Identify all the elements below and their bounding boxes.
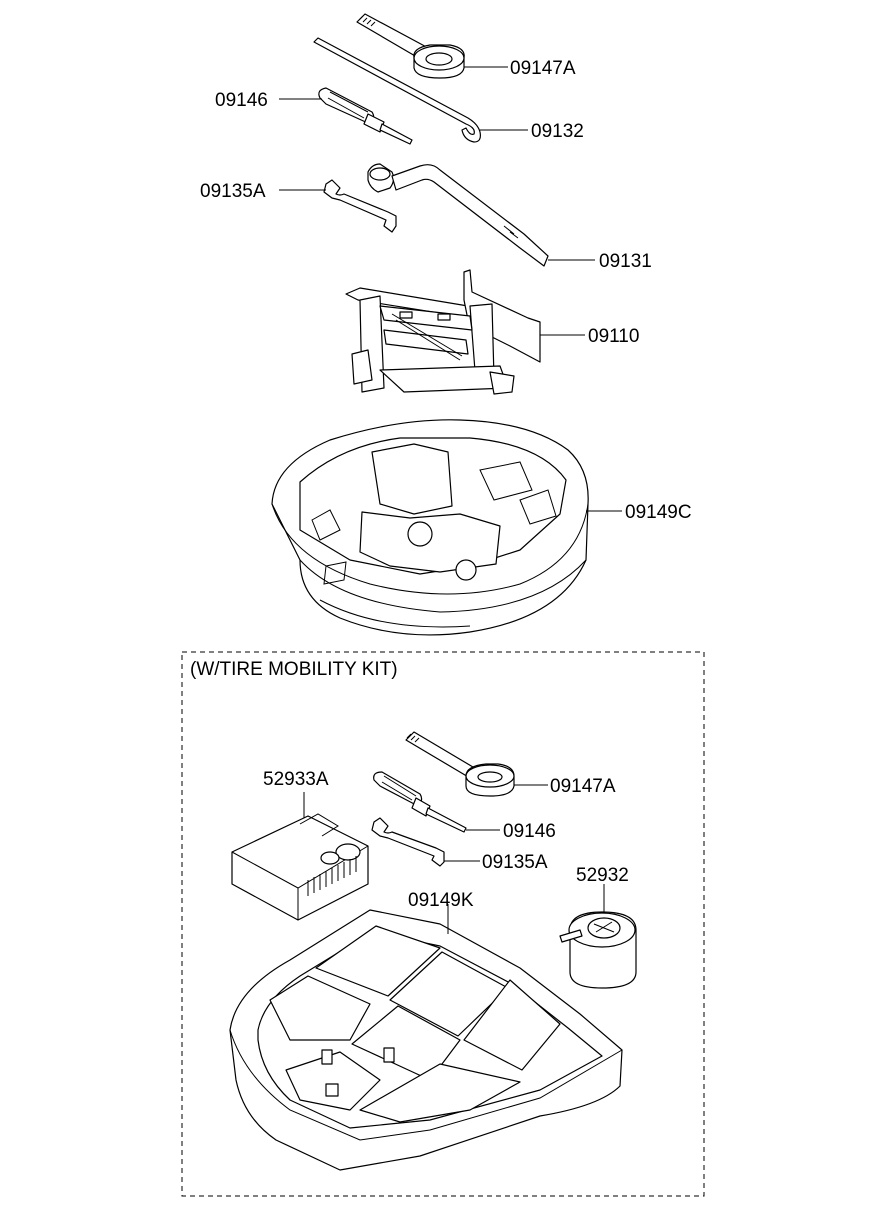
part-label-52932: 52932 [576, 865, 629, 886]
part-label-09146-kit: 09146 [503, 821, 556, 842]
leader-lines-top [279, 66, 622, 512]
wrench-part [323, 179, 397, 233]
kit-screwdriver-part [373, 771, 467, 833]
kit-foam-tray-part [229, 909, 623, 1171]
part-label-52933A: 52933A [263, 769, 329, 790]
part-label-09110: 09110 [588, 326, 639, 347]
jack-handle-rod-part [313, 37, 481, 143]
sealant-bottle-part [559, 911, 637, 989]
part-label-09147A-kit: 09147A [550, 776, 616, 797]
kit-towing-hook-part [405, 731, 515, 797]
spare-tire-foam-tray-part [271, 419, 589, 636]
kit-wrench-part [371, 817, 445, 867]
part-label-09132: 09132 [531, 121, 584, 142]
kit-title: (W/TIRE MOBILITY KIT) [190, 659, 398, 680]
wheel-lug-wrench-part [367, 163, 549, 267]
air-compressor-part [231, 813, 369, 921]
tire-mobility-kit-box [181, 651, 705, 1197]
part-label-09146-top: 09146 [215, 90, 268, 111]
part-label-09149C: 09149C [625, 502, 692, 523]
part-label-09135A-top: 09135A [200, 181, 266, 202]
part-label-09149K: 09149K [408, 890, 474, 911]
part-label-09147A-top: 09147A [510, 58, 576, 79]
screwdriver-part [318, 87, 413, 145]
leader-lines-kit [303, 784, 605, 934]
part-label-09135A-kit: 09135A [482, 852, 548, 873]
part-label-09131: 09131 [599, 251, 652, 272]
scissor-jack-part [345, 269, 541, 395]
towing-hook-part [356, 13, 465, 79]
